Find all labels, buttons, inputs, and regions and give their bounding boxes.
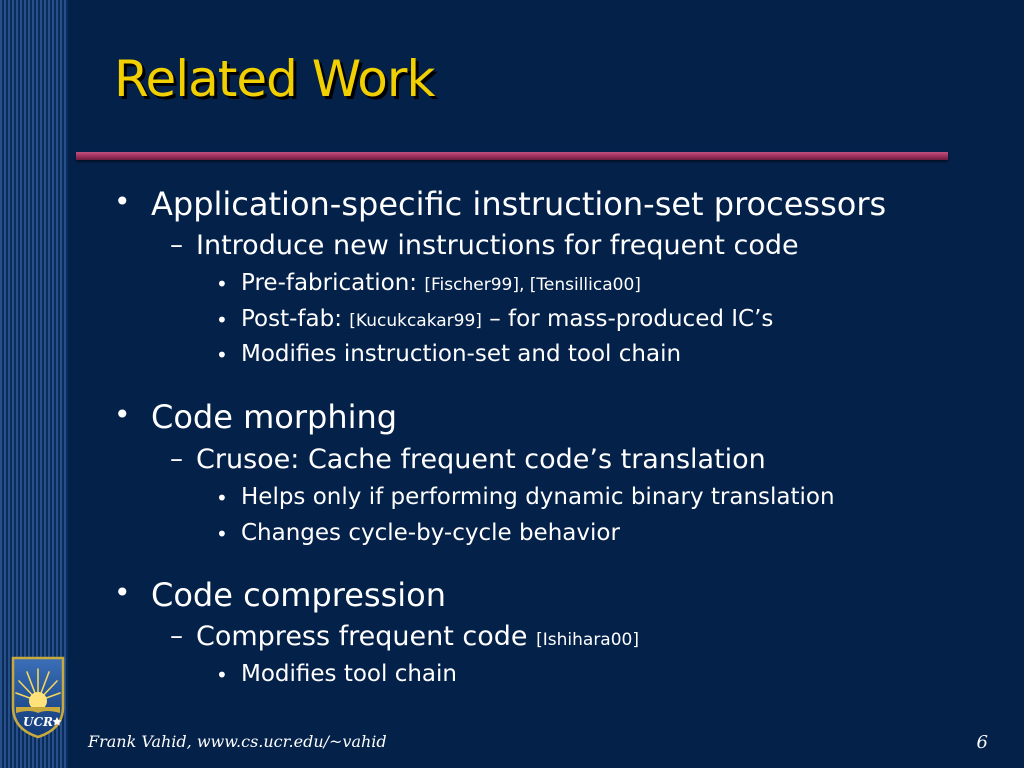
- bullet-asip: Application-specific instruction-set pro…: [151, 185, 887, 223]
- footer-author: Frank Vahid, www.cs.ucr.edu/~vahid: [88, 732, 387, 751]
- sub-bullet-compress: Compress frequent code [Ishihara00]: [196, 621, 639, 652]
- compress-label: Compress frequent code: [196, 621, 537, 652]
- postfab-detail: – for mass-produced IC’s: [481, 306, 774, 332]
- dash-marker: –: [170, 621, 183, 651]
- page-number: 6: [976, 732, 988, 753]
- dash-marker: –: [170, 230, 183, 260]
- sub-sub-bullet-modifies-isa: Modifies instruction-set and tool chain: [241, 341, 682, 367]
- bullet-code-morphing: Code morphing: [151, 398, 398, 436]
- sub-bullet-crusoe: Crusoe: Cache frequent code’s translatio…: [196, 444, 766, 475]
- logo-label: UCR: [23, 715, 53, 729]
- left-stripe-decoration: [0, 0, 68, 768]
- postfab-label: Post-fab:: [241, 306, 350, 332]
- sub-sub-bullet-marker: •: [216, 486, 228, 510]
- sub-sub-bullet-marker: •: [216, 272, 228, 296]
- sub-sub-bullet-marker: •: [216, 308, 228, 332]
- sub-sub-bullet-postfab: Post-fab: [Kucukcakar99] – for mass-prod…: [241, 306, 773, 332]
- sub-sub-bullet-marker: •: [216, 343, 228, 367]
- sub-sub-bullet-prefab: Pre-fabrication: [Fischer99], [Tensillic…: [241, 270, 641, 296]
- bullet-code-compression: Code compression: [151, 576, 446, 614]
- prefab-citation: [Fischer99], [Tensillica00]: [424, 275, 641, 295]
- postfab-citation: [Kucukcakar99]: [349, 311, 482, 331]
- sub-sub-bullet-marker: •: [216, 663, 228, 687]
- bullet-marker: •: [114, 398, 131, 431]
- ucr-logo: UCR: [11, 656, 65, 739]
- prefab-label: Pre-fabrication:: [241, 270, 425, 296]
- slide-title: Related Work: [114, 50, 435, 108]
- dash-marker: –: [170, 444, 183, 474]
- bullet-marker: •: [114, 185, 131, 218]
- sub-sub-bullet-cycle-behavior: Changes cycle-by-cycle behavior: [241, 520, 620, 546]
- sub-sub-bullet-tool-chain: Modifies tool chain: [241, 661, 457, 687]
- bullet-marker: •: [114, 576, 131, 609]
- compress-citation: [Ishihara00]: [536, 630, 639, 650]
- sub-bullet-new-instructions: Introduce new instructions for frequent …: [196, 230, 799, 261]
- sub-sub-bullet-dynamic-translation: Helps only if performing dynamic binary …: [241, 484, 835, 510]
- title-divider: [76, 152, 948, 160]
- sub-sub-bullet-marker: •: [216, 522, 228, 546]
